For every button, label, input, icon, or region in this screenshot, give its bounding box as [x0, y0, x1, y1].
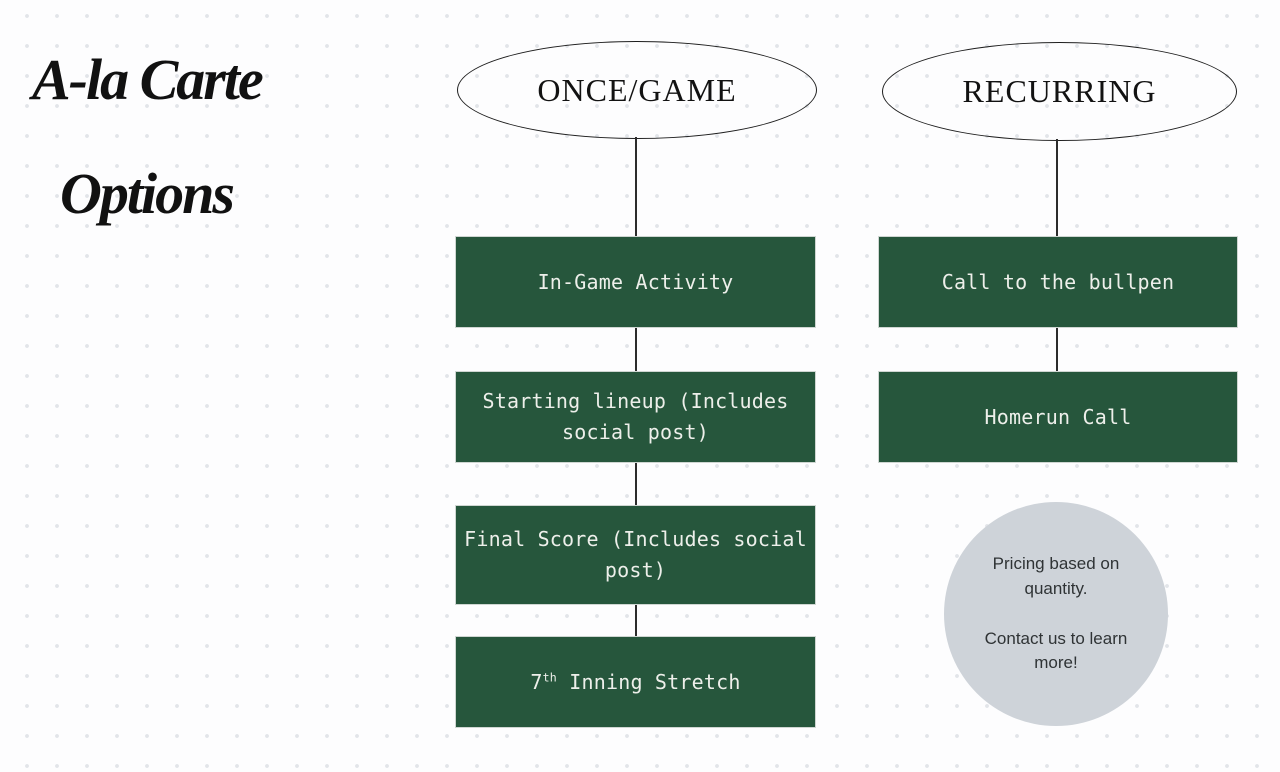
- option-label: 7th Inning Stretch: [530, 669, 741, 694]
- connector-once-box2-to-box3: [635, 463, 637, 506]
- connector-recurring-ellipse-to-box1: [1056, 139, 1058, 237]
- option-box-final-score: Final Score (Includes social post): [455, 505, 816, 605]
- pricing-note-line-2: Contact us to learn more!: [984, 628, 1128, 673]
- connector-once-box3-to-box4: [635, 605, 637, 637]
- category-label-recurring: RECURRING: [962, 73, 1157, 109]
- page-title-line-1: A-la Carte: [32, 47, 264, 112]
- option-box-7th-inning-stretch: 7th Inning Stretch: [455, 636, 816, 728]
- option-label: In-Game Activity: [537, 269, 734, 294]
- connector-recurring-box1-to-box2: [1056, 328, 1058, 372]
- option-label: Homerun Call: [984, 404, 1132, 429]
- ordinal-superscript: th: [542, 669, 557, 684]
- option-box-call-to-the-bullpen: Call to the bullpen: [878, 236, 1238, 328]
- category-label-once-game: ONCE/GAME: [537, 71, 737, 108]
- option-box-starting-lineup: Starting lineup (Includes social post): [455, 371, 816, 463]
- option-box-homerun-call: Homerun Call: [878, 371, 1238, 463]
- option-label: Final Score (Includes social post): [464, 527, 807, 582]
- connector-once-ellipse-to-box1: [635, 137, 637, 237]
- page-title-line-2: Options: [60, 161, 235, 226]
- category-ellipse-once-game: ONCE/GAME: [457, 41, 817, 139]
- category-ellipse-recurring: RECURRING: [882, 42, 1237, 141]
- option-label: Call to the bullpen: [941, 269, 1175, 294]
- option-label: Starting lineup (Includes social post): [482, 389, 789, 444]
- option-box-in-game-activity: In-Game Activity: [455, 236, 816, 328]
- connector-once-box1-to-box2: [635, 328, 637, 372]
- pricing-note-line-1: Pricing based on quantity.: [992, 554, 1120, 598]
- pricing-note-circle: Pricing based on quantity. Contact us to…: [944, 502, 1168, 726]
